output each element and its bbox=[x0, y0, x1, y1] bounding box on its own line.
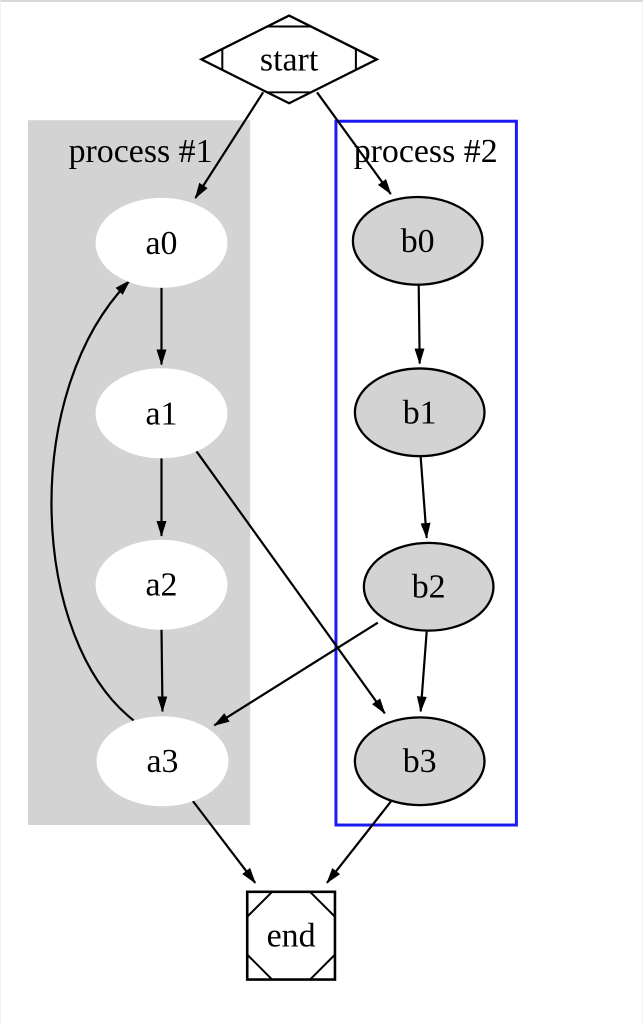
node-end: end bbox=[245, 890, 337, 981]
b1-label: b1 bbox=[403, 394, 437, 431]
b3-label: b3 bbox=[403, 743, 437, 780]
b1-shape bbox=[353, 367, 486, 458]
a1-shape bbox=[95, 368, 228, 459]
start-label: start bbox=[260, 41, 319, 78]
edge-b3-end bbox=[326, 798, 394, 884]
b2-shape bbox=[362, 541, 495, 632]
node-a2: a2 bbox=[95, 539, 228, 630]
end-label: end bbox=[267, 918, 316, 955]
b3-shape bbox=[353, 716, 486, 807]
end-bottomright-tick bbox=[309, 953, 336, 981]
cluster-process-2-box bbox=[334, 119, 518, 827]
end-bottomleft-tick bbox=[246, 953, 273, 981]
cluster-process-2: process #2 bbox=[334, 119, 518, 827]
edge-start-b0 bbox=[316, 91, 392, 195]
edge-a3-a0 bbox=[50, 279, 135, 722]
end-topright-tick bbox=[309, 891, 336, 918]
node-a3: a3 bbox=[96, 716, 229, 807]
end-square-shape bbox=[245, 890, 337, 981]
edge-a1-b3 bbox=[195, 450, 386, 715]
a3-shape bbox=[96, 716, 229, 807]
edge-start-a0 bbox=[194, 91, 265, 199]
end-topleft-tick bbox=[246, 891, 273, 918]
node-b1: b1 bbox=[353, 367, 486, 458]
edge-b0-b1 bbox=[414, 284, 425, 365]
node-start: start bbox=[198, 14, 380, 105]
a1-label: a1 bbox=[146, 395, 178, 432]
node-a1: a1 bbox=[95, 368, 228, 459]
b0-shape bbox=[351, 195, 484, 286]
node-b0: b0 bbox=[351, 195, 484, 286]
edge-b2-a3 bbox=[213, 621, 379, 727]
a0-label: a0 bbox=[146, 225, 178, 262]
edge-b1-b2 bbox=[419, 457, 431, 539]
cluster-process-2-label: process #2 bbox=[354, 133, 498, 170]
node-b2: b2 bbox=[362, 541, 495, 632]
node-b3: b3 bbox=[353, 716, 486, 807]
a3-label: a3 bbox=[147, 743, 179, 780]
edge-a3-end bbox=[190, 798, 257, 884]
a0-shape bbox=[95, 197, 228, 288]
a2-label: a2 bbox=[146, 567, 178, 604]
start-diamond-shape bbox=[198, 14, 380, 105]
edge-a2-a3 bbox=[157, 629, 168, 713]
cluster-process-1-label: process #1 bbox=[69, 133, 213, 170]
b0-label: b0 bbox=[401, 223, 435, 260]
a2-shape bbox=[95, 539, 228, 630]
edge-b2-b3 bbox=[416, 631, 428, 713]
node-a0: a0 bbox=[95, 197, 228, 288]
b2-label: b2 bbox=[412, 569, 446, 606]
